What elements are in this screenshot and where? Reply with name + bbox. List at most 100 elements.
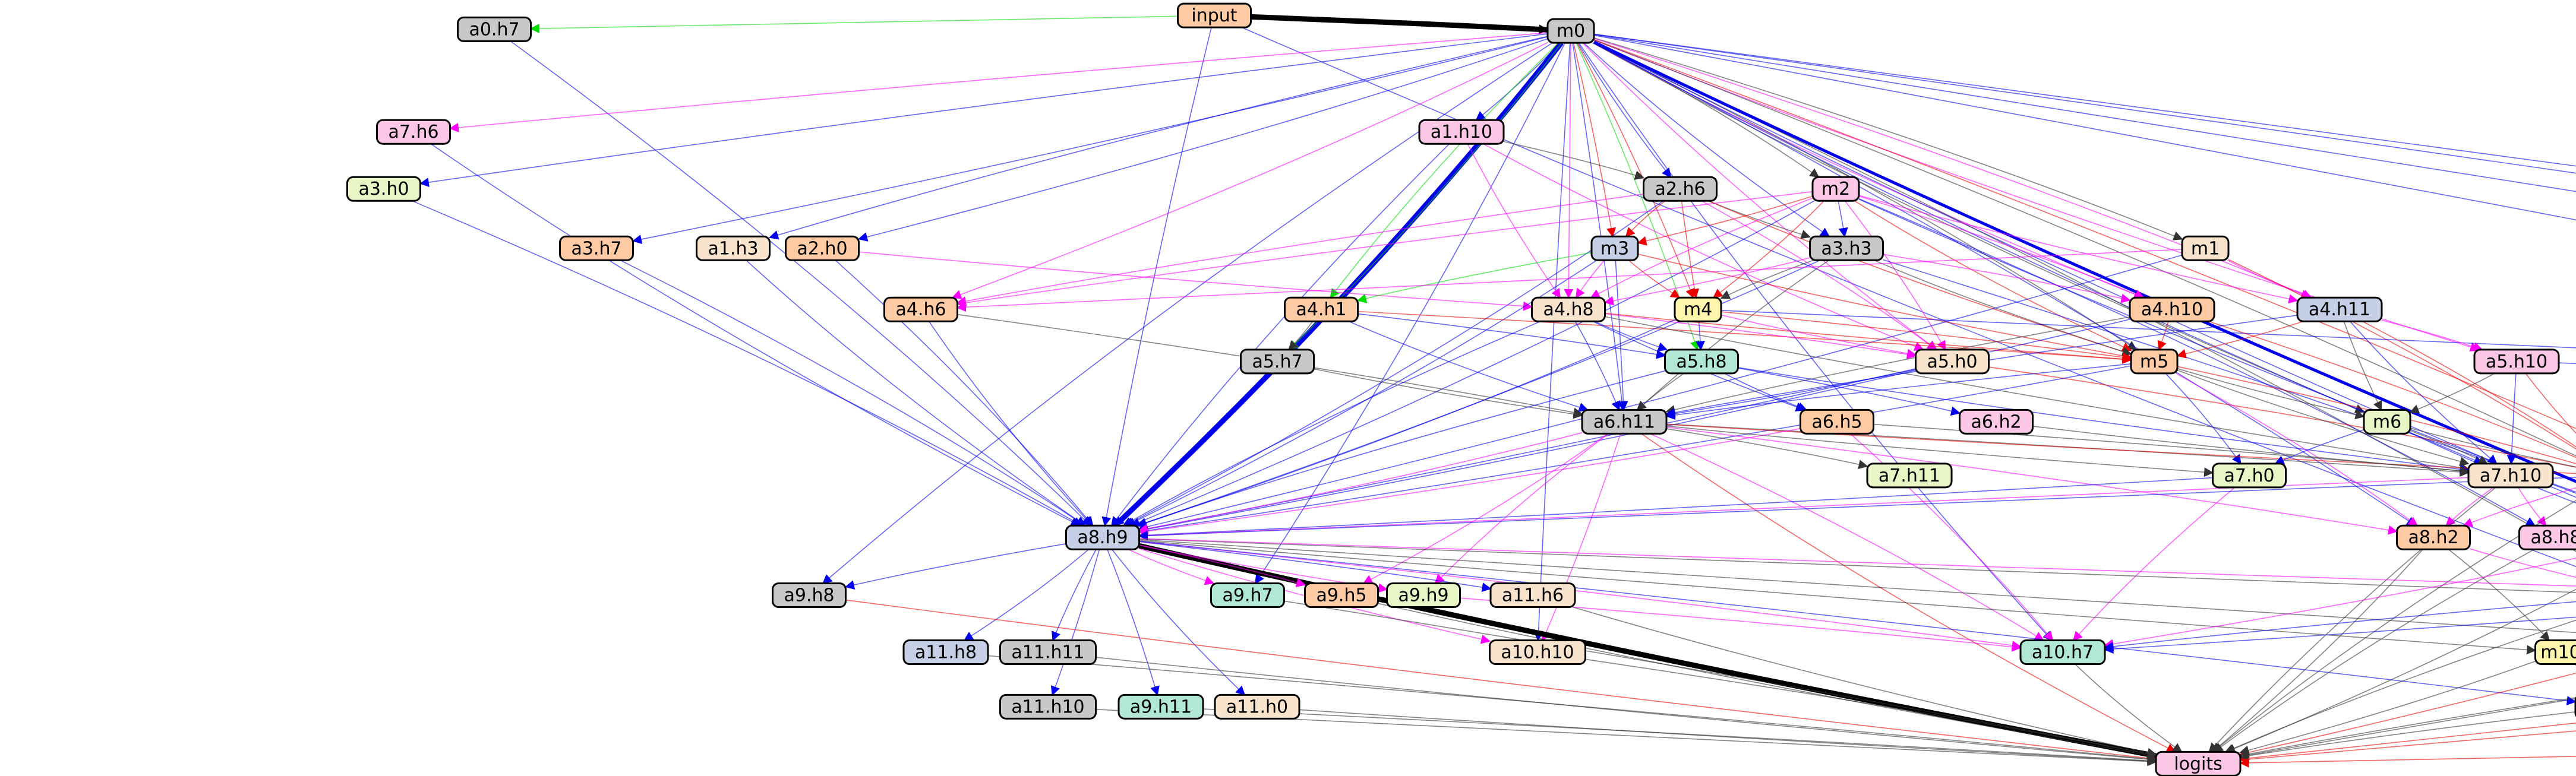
node-a8-h2[interactable]: a8.h2 (2396, 524, 2471, 550)
edge-a6-h5-to-a8-h9 (1138, 427, 1801, 536)
node-m5[interactable]: m5 (2130, 349, 2179, 375)
node-a7-h11[interactable]: a7.h11 (1866, 463, 1953, 489)
node-box (883, 296, 958, 322)
node-a1-h10[interactable]: a1.h10 (1418, 119, 1505, 145)
edge-m11-to-logits (2239, 697, 2576, 759)
node-a6-h2[interactable]: a6.h2 (1959, 408, 2034, 435)
node-a9-h9[interactable]: a9.h9 (1386, 582, 1461, 608)
node-a5-h10[interactable]: a5.h10 (2473, 349, 2560, 375)
node-a7-h6[interactable]: a7.h6 (376, 119, 451, 145)
edge-m2-to-a5-h0 (1844, 200, 1946, 351)
node-a0-h7[interactable]: a0.h7 (457, 16, 532, 42)
node-logits[interactable]: logits (2155, 750, 2242, 776)
edge-m3-to-m4 (1628, 259, 1681, 299)
edge-a6-h11-to-a7-h11 (1666, 428, 1868, 470)
edge-a4-h8-to-m5 (1605, 312, 2132, 364)
node-box (1959, 408, 2034, 435)
edge-m5-to-a6-h11 (1665, 363, 2132, 420)
node-box (1418, 119, 1505, 145)
edge-m0-to-m4 (1576, 42, 1695, 299)
node-a3-h7[interactable]: a3.h7 (559, 235, 634, 261)
node-a2-h6[interactable]: a2.h6 (1643, 176, 1718, 202)
node-m3[interactable]: m3 (1590, 235, 1639, 261)
node-box (457, 16, 532, 42)
node-label: a5.h10 (2486, 351, 2547, 372)
edge-a8-h9-to-a9-h11 (1107, 549, 1160, 696)
node-label: logits (2174, 753, 2222, 774)
node-box (696, 235, 771, 261)
edge-a5-h8-to-a6-h11 (1636, 373, 1685, 411)
edge-a4-h1-to-a6-h11 (1348, 321, 1589, 412)
node-box (1489, 582, 1576, 608)
node-a11-h6[interactable]: a11.h6 (1489, 582, 1576, 608)
node-a4-h1[interactable]: a4.h1 (1284, 296, 1359, 322)
node-a8-h9[interactable]: a8.h9 (1065, 524, 1140, 550)
edge-a6-h11-to-logits (1641, 433, 2177, 753)
node-label: a0.h7 (469, 19, 519, 40)
node-a8-h8[interactable]: a8.h8 (2518, 524, 2576, 550)
edge-a5-h0-to-a8-h9 (1138, 369, 1916, 534)
node-label: a1.h10 (1431, 122, 1492, 142)
node-input[interactable]: input (1177, 2, 1252, 28)
edge-a5-h8-to-a7-h10 (1738, 367, 2470, 474)
node-a6-h11[interactable]: a6.h11 (1581, 408, 1668, 435)
edge-a6-h11-to-a10-h7 (1650, 433, 2044, 641)
node-a5-h8[interactable]: a5.h8 (1664, 349, 1739, 375)
edge-m9-to-logits (2224, 619, 2576, 753)
edge-m4-to-a8-h9 (1137, 319, 1675, 528)
node-m10[interactable]: m10 (2534, 639, 2576, 665)
edge-m2-to-a4-h11 (1858, 195, 2299, 304)
node-a4-h8[interactable]: a4.h8 (1531, 296, 1606, 322)
edge-a11-h6-to-logits (1573, 606, 2157, 758)
node-m6[interactable]: m6 (2363, 408, 2411, 435)
node-label: m6 (2373, 411, 2401, 432)
node-a11-h0[interactable]: a11.h0 (1214, 693, 1300, 720)
node-a6-h5[interactable]: a6.h5 (1800, 408, 1874, 435)
edge-a4-h10-to-m5 (2157, 321, 2169, 351)
node-a7-h10[interactable]: a7.h10 (2467, 463, 2554, 489)
edge-a6-h11-to-a7-h0 (1666, 425, 2214, 477)
node-a4-h11[interactable]: a4.h11 (2296, 296, 2383, 322)
node-a11-h11[interactable]: a11.h11 (999, 639, 1097, 665)
node-a9-h8[interactable]: a9.h8 (772, 582, 847, 608)
node-a5-h7[interactable]: a5.h7 (1240, 349, 1315, 375)
node-a9-h11[interactable]: a9.h11 (1117, 693, 1204, 720)
node-a5-h0[interactable]: a5.h0 (1915, 349, 1990, 375)
edge-a5-h10-to-a7-h7 (2558, 362, 2576, 364)
edge-a5-h10-to-m6 (2409, 373, 2495, 414)
node-m1[interactable]: m1 (2181, 235, 2230, 261)
node-box (1489, 639, 1586, 665)
node-box (999, 693, 1097, 720)
node-box (2181, 235, 2230, 261)
node-a4-h10[interactable]: a4.h10 (2129, 296, 2215, 322)
node-m4[interactable]: m4 (1674, 296, 1722, 322)
node-a3-h3[interactable]: a3.h3 (1809, 235, 1884, 261)
node-m2[interactable]: m2 (1811, 176, 1860, 202)
node-a10-h10[interactable]: a10.h10 (1489, 639, 1586, 665)
edge-m4-to-m5 (1721, 311, 2132, 362)
edge-m9-to-a10-h7 (2104, 601, 2576, 651)
node-label: a2.h6 (1655, 179, 1705, 199)
edge-a7-h6-to-a8-h9 (430, 143, 1081, 526)
node-a11-h10[interactable]: a11.h10 (999, 693, 1097, 720)
node-box (2518, 524, 2576, 550)
node-a7-h0[interactable]: a7.h0 (2212, 463, 2287, 489)
node-box (1915, 349, 1990, 375)
edge-a7-h0-to-a10-h7 (2073, 487, 2236, 641)
edge-a9-h8-to-logits (845, 599, 2157, 763)
node-a9-h5[interactable]: a9.h5 (1304, 582, 1379, 608)
node-a4-h6[interactable]: a4.h6 (883, 296, 958, 322)
node-label: a4.h1 (1296, 299, 1346, 320)
node-m0[interactable]: m0 (1546, 18, 1595, 44)
edge-a10-h7-to-logits (2075, 663, 2183, 753)
edge-m1-to-m7 (2228, 259, 2576, 450)
node-a11-h8[interactable]: a11.h8 (902, 639, 989, 665)
edge-a3-h0-to-a8-h9 (411, 200, 1083, 526)
node-a1-h3[interactable]: a1.h3 (696, 235, 771, 261)
node-a10-h7[interactable]: a10.h7 (2019, 639, 2106, 665)
node-a2-h0[interactable]: a2.h0 (785, 235, 860, 261)
node-label: a8.h2 (2408, 527, 2458, 548)
node-a9-h7[interactable]: a9.h7 (1210, 582, 1285, 608)
node-a3-h0[interactable]: a3.h0 (346, 176, 421, 202)
node-label: input (1191, 5, 1237, 26)
